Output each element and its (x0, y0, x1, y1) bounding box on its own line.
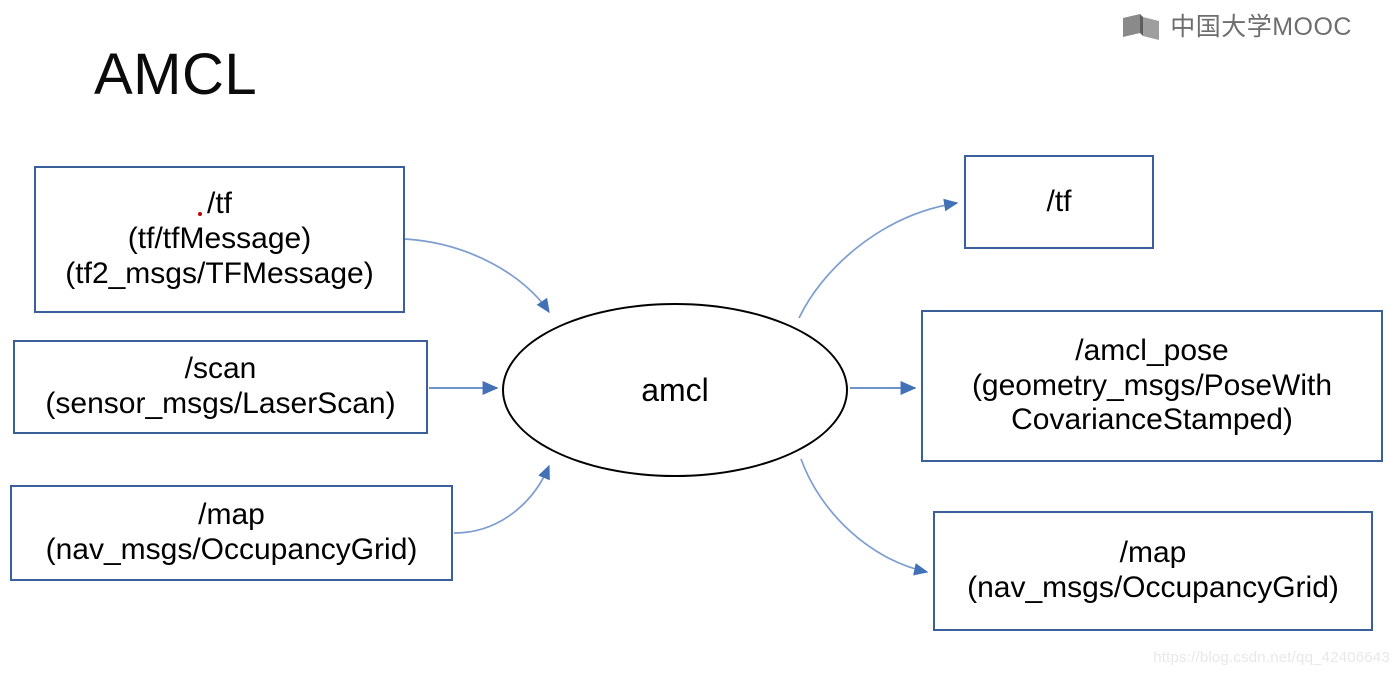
brand-logo: 中国大学MOOC (1123, 12, 1352, 42)
node-line: CovarianceStamped) (1011, 403, 1293, 437)
arrow-amcl-to-tf (798, 198, 959, 319)
node-line: /map (1119, 536, 1187, 570)
output-node-amcl-pose[interactable]: /amcl_pose (geometry_msgs/PoseWith Covar… (921, 310, 1383, 462)
center-node-amcl[interactable]: amcl (502, 303, 848, 477)
node-line: (geometry_msgs/PoseWith (971, 368, 1333, 402)
node-line: /map (198, 498, 265, 532)
input-node-tf[interactable]: /tf (tf/tfMessage) (tf2_msgs/TFMessage) (34, 166, 405, 313)
node-line: /scan (184, 352, 257, 386)
input-node-scan[interactable]: /scan (sensor_msgs/LaserScan) (13, 340, 428, 434)
arrow-amcl-to-map (800, 458, 929, 576)
node-line: /amcl_pose (1075, 333, 1229, 367)
node-line: /tf (206, 187, 232, 221)
node-line: (sensor_msgs/LaserScan) (45, 387, 396, 420)
node-line: /tf (1046, 184, 1072, 218)
brand-name: 中国大学MOOC (1170, 12, 1352, 41)
node-line: (nav_msgs/OccupancyGrid) (967, 571, 1339, 604)
mooc-book-logo-icon (1123, 14, 1160, 40)
output-node-map[interactable]: /map (nav_msgs/OccupancyGrid) (933, 511, 1373, 631)
node-line: (tf/tfMessage) (127, 222, 312, 256)
input-node-map[interactable]: /map (nav_msgs/OccupancyGrid) (10, 485, 453, 581)
arrow-tf-to-amcl (404, 238, 550, 314)
arrow-map-to-amcl (453, 464, 550, 534)
stray-dot-artifact (198, 212, 202, 216)
watermark-url: https://blog.csdn.net/qq_42406643 (1153, 649, 1390, 666)
node-line: (nav_msgs/OccupancyGrid) (45, 533, 418, 566)
page-title: AMCL (94, 42, 258, 107)
output-node-tf[interactable]: /tf (964, 155, 1154, 249)
node-line: (tf2_msgs/TFMessage) (65, 256, 374, 290)
center-node-label: amcl (641, 371, 709, 408)
